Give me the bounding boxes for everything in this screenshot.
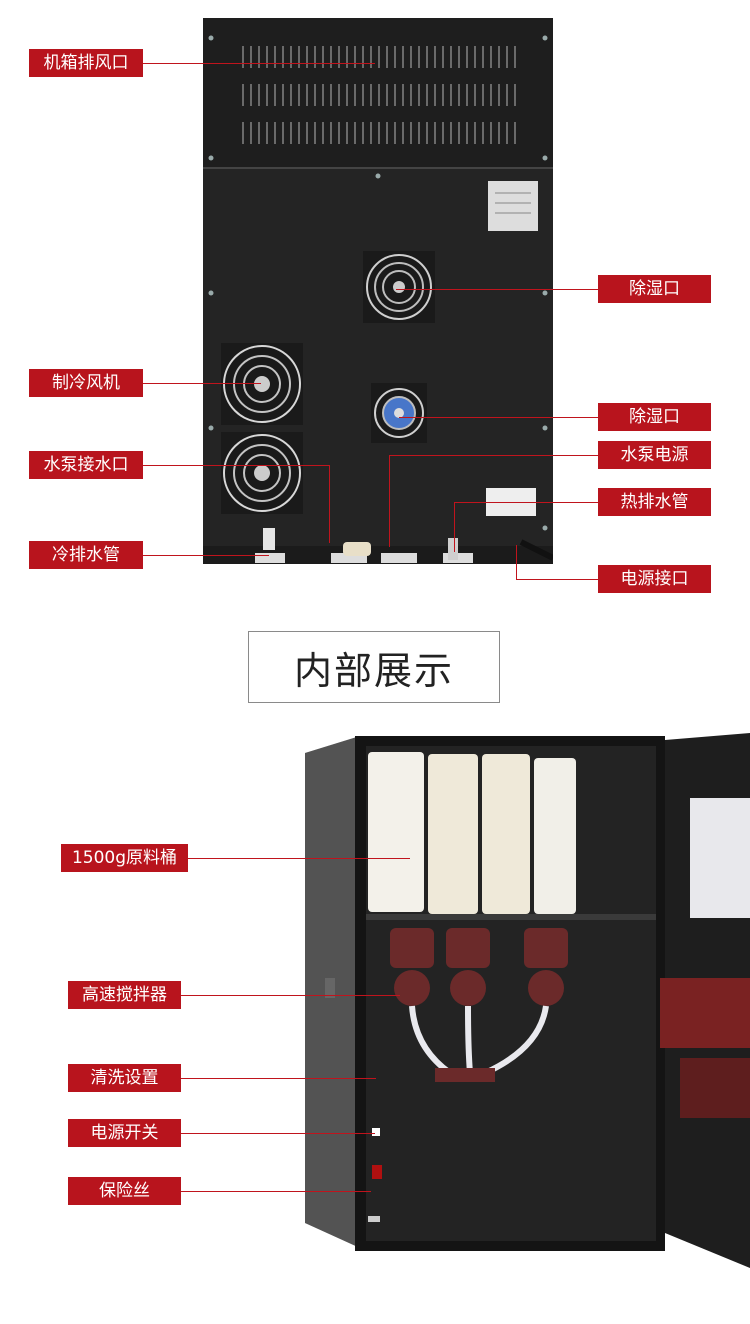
- leader-power-port-v: [516, 545, 517, 579]
- leader-dehumid-1: [396, 289, 598, 290]
- leader-pump-inlet: [143, 465, 329, 466]
- leader-pump-inlet-v: [329, 465, 330, 543]
- machine-interior-photo: [305, 733, 750, 1268]
- label-dehumid-1: 除湿口: [598, 275, 711, 303]
- label-cold-drain: 冷排水管: [29, 541, 143, 569]
- leader-fuse: [181, 1191, 371, 1192]
- leader-pump-power-v: [389, 455, 390, 547]
- label-cooling-fan: 制冷风机: [29, 369, 143, 397]
- label-pump-power: 水泵电源: [598, 441, 711, 469]
- leader-mixer: [181, 995, 400, 996]
- label-bucket: 1500g原料桶: [61, 844, 188, 872]
- label-dehumid-2: 除湿口: [598, 403, 711, 431]
- label-fuse: 保险丝: [68, 1177, 181, 1205]
- label-exhaust: 机箱排风口: [29, 49, 143, 77]
- label-cleaning: 清洗设置: [68, 1064, 181, 1092]
- section-title: 内部展示: [248, 631, 500, 703]
- leader-power-port: [516, 579, 598, 580]
- leader-exhaust: [143, 63, 375, 64]
- label-hot-drain: 热排水管: [598, 488, 711, 516]
- label-power-port: 电源接口: [598, 565, 711, 593]
- leader-pump-power: [389, 455, 598, 456]
- leader-hot-drain: [454, 502, 598, 503]
- leader-power-switch: [181, 1133, 375, 1134]
- leader-cooling-fan: [143, 383, 261, 384]
- leader-dehumid-2: [399, 417, 598, 418]
- leader-cold-drain: [143, 555, 269, 556]
- label-power-switch: 电源开关: [68, 1119, 181, 1147]
- leader-cleaning: [181, 1078, 376, 1079]
- machine-back-photo: [203, 18, 553, 564]
- label-mixer: 高速搅拌器: [68, 981, 181, 1009]
- label-pump-inlet: 水泵接水口: [29, 451, 143, 479]
- leader-hot-drain-v: [454, 502, 455, 552]
- leader-bucket: [188, 858, 410, 859]
